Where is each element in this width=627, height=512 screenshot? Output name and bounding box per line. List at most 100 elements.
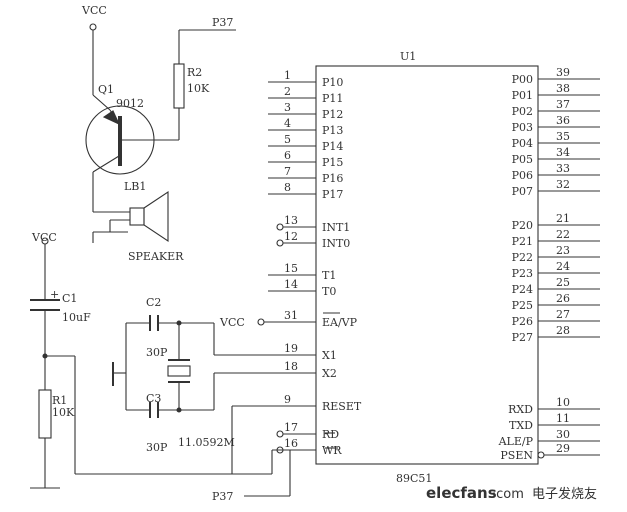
- left-pin-number-1: 1: [284, 69, 291, 82]
- right-pin-number-34: 34: [556, 146, 570, 159]
- p37-bottom-label: P37: [212, 490, 233, 503]
- left-pin-label-p15: P15: [322, 156, 343, 169]
- ic-part: 89C51: [396, 472, 432, 485]
- ic-right-pins: 39P0038P0137P0236P0335P0434P0533P0632P07…: [498, 66, 600, 462]
- speaker-cone: [143, 190, 169, 243]
- q1-name: Q1: [98, 83, 114, 96]
- right-pin-label-p27: P27: [512, 331, 533, 344]
- left-pin-number-31: 31: [284, 309, 298, 322]
- right-pin-number-35: 35: [556, 130, 570, 143]
- speaker-label: SPEAKER: [128, 250, 184, 263]
- right-pin-number-29: 29: [556, 442, 570, 455]
- left-pin-label-p10: P10: [322, 76, 343, 89]
- r2-resistor: [173, 63, 185, 109]
- right-pin-number-38: 38: [556, 82, 570, 95]
- left-pin-number-5: 5: [284, 133, 291, 146]
- right-pin-label-p20: P20: [512, 219, 533, 232]
- left-pin-label-reset: RESET: [322, 400, 362, 413]
- left-pin-label-p13: P13: [322, 124, 343, 137]
- right-pin-number-36: 36: [556, 114, 570, 127]
- left-pin-number-17: 17: [284, 421, 298, 434]
- right-pin-number-24: 24: [556, 260, 570, 273]
- left-pin-label-x1: X1: [322, 349, 337, 362]
- right-pin-label-txd: TXD: [509, 419, 533, 432]
- left-pin-number-8: 8: [284, 181, 291, 194]
- left-pin-label-wr: WR: [322, 444, 342, 457]
- left-pin-label-rd: RD: [322, 428, 339, 441]
- right-pin-label-p25: P25: [512, 299, 533, 312]
- psen-bubble: [537, 451, 545, 459]
- right-pin-label-p01: P01: [512, 89, 533, 102]
- left-pin-number-7: 7: [284, 165, 291, 178]
- right-pin-number-39: 39: [556, 66, 570, 79]
- right-pin-label-p00: P00: [512, 73, 533, 86]
- right-pin-label-psen: PSEN: [500, 449, 533, 462]
- vcc-left-label: VCC: [31, 231, 57, 244]
- left-pin-label-p17: P17: [322, 188, 343, 201]
- left-pin-label-p14: P14: [322, 140, 343, 153]
- vcc-ea-label: VCC: [219, 316, 245, 329]
- right-pin-label-p04: P04: [512, 137, 533, 150]
- left-pin-label-p11: P11: [322, 92, 343, 105]
- vcc-top-terminal: [89, 23, 97, 31]
- left-pin-label-int0: INT0: [322, 237, 350, 250]
- r1-value: 10K: [52, 406, 75, 419]
- right-pin-number-11: 11: [556, 412, 570, 425]
- right-pin-number-10: 10: [556, 396, 570, 409]
- right-pin-number-23: 23: [556, 244, 570, 257]
- right-pin-label-p23: P23: [512, 267, 533, 280]
- c1-name: C1: [62, 292, 77, 305]
- right-pin-label-p21: P21: [512, 235, 533, 248]
- p37-top-label: P37: [212, 16, 233, 29]
- crystal-value: 11.0592M: [178, 436, 235, 449]
- right-pin-number-33: 33: [556, 162, 570, 175]
- left-pin-number-18: 18: [284, 360, 298, 373]
- right-pin-number-37: 37: [556, 98, 570, 111]
- vcc-top-label: VCC: [81, 4, 107, 17]
- left-pin-label-t1: T1: [322, 269, 336, 282]
- watermark-site: elecfans: [426, 484, 497, 502]
- right-pin-number-21: 21: [556, 212, 570, 225]
- right-pin-label-p22: P22: [512, 251, 533, 264]
- left-pin-number-14: 14: [284, 278, 298, 291]
- ic-body: [315, 65, 539, 465]
- left-pin-number-3: 3: [284, 101, 291, 114]
- r2-value: 10K: [187, 82, 210, 95]
- right-pin-label-rxd: RXD: [508, 403, 533, 416]
- r1-name: R1: [52, 394, 67, 407]
- ic-name: U1: [400, 50, 416, 63]
- right-pin-label-alep: ALE/P: [498, 435, 534, 448]
- c3-name: C3: [146, 392, 161, 405]
- vcc-ea-terminal: [257, 318, 265, 326]
- left-pin-label-eavp: EA/VP: [322, 316, 358, 329]
- component-labels: VCC P37 Q1 9012 R2 10K LB1 SPEAKER VCC +…: [31, 4, 432, 503]
- q1-emitter-arrow: [102, 110, 121, 126]
- left-pin-label-p16: P16: [322, 172, 343, 185]
- wiring: [30, 23, 545, 497]
- left-pin-number-16: 16: [284, 437, 298, 450]
- left-pin-terminal-17: [276, 430, 284, 438]
- right-pin-number-22: 22: [556, 228, 570, 241]
- right-pin-label-p03: P03: [512, 121, 533, 134]
- right-pin-number-32: 32: [556, 178, 570, 191]
- crystal-body: [167, 365, 191, 377]
- left-pin-number-4: 4: [284, 117, 291, 130]
- right-pin-number-30: 30: [556, 428, 570, 441]
- right-pin-number-25: 25: [556, 276, 570, 289]
- left-pin-number-12: 12: [284, 230, 298, 243]
- left-pin-label-p12: P12: [322, 108, 343, 121]
- right-pin-number-28: 28: [556, 324, 570, 337]
- right-pin-label-p24: P24: [512, 283, 533, 296]
- c3-value: 30P: [146, 441, 168, 454]
- r2-name: R2: [187, 66, 202, 79]
- right-pin-label-p07: P07: [512, 185, 533, 198]
- left-pin-number-15: 15: [284, 262, 298, 275]
- c1-value: 10uF: [62, 311, 91, 324]
- right-pin-label-p05: P05: [512, 153, 533, 166]
- c2-name: C2: [146, 296, 161, 309]
- left-pin-label-x2: X2: [322, 367, 337, 380]
- speaker-body: [129, 207, 145, 226]
- left-pin-label-t0: T0: [322, 285, 336, 298]
